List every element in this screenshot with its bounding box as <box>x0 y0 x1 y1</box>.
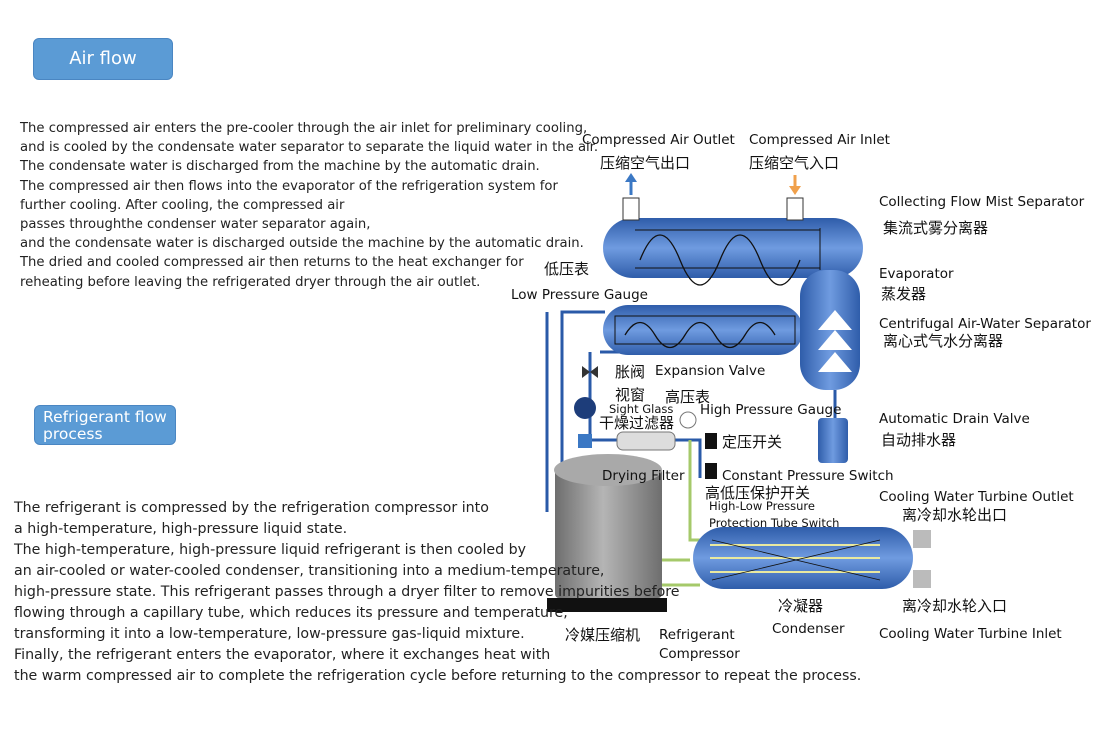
air-flow-description: The compressed air enters the pre-cooler… <box>20 119 598 292</box>
refrigerant-compressor <box>547 454 667 612</box>
condenser-label-en: Condenser <box>772 621 845 637</box>
drain-valve-label-en: Automatic Drain Valve <box>879 411 1030 427</box>
air-ports <box>622 173 804 221</box>
inline-components <box>574 366 717 479</box>
air-flow-line: and is cooled by the condensate water se… <box>20 140 599 156</box>
constant-switch-label-cn: 定压开关 <box>722 433 782 451</box>
hl-switch-label-en1: High-Low Pressure <box>709 499 815 513</box>
air-flow-line: The compressed air enters the pre-cooler… <box>20 121 588 136</box>
condenser-label-cn: 冷凝器 <box>778 597 823 615</box>
refrigerant-line: a high-temperature, high-pressure liquid… <box>14 521 348 537</box>
air-inlet-arrow <box>789 186 801 195</box>
drain-valve-label-cn: 自动排水器 <box>881 431 956 449</box>
cw-inlet-label-en: Cooling Water Turbine Inlet <box>879 626 1062 642</box>
refrigerant-line: Finally, the refrigerant enters the evap… <box>14 647 551 663</box>
constant-switch-label-en: Constant Pressure Switch <box>722 468 894 484</box>
sight-glass-label-en: Sight Glass <box>609 402 673 416</box>
cw-inlet-label-cn: 离冷却水轮入口 <box>902 597 1007 615</box>
refrigerant-line: flowing through a capillary tube, which … <box>14 605 568 621</box>
high-pressure-gauge-icon <box>679 411 697 429</box>
refrigerant-line: high-pressure state. This refrigerant pa… <box>14 584 680 600</box>
centrifugal-separator-label-en: Centrifugal Air-Water Separator <box>879 316 1091 332</box>
refrigerant-flow-badge: Refrigerant flow process <box>34 405 176 445</box>
refrigerant-line: the warm compressed air to complete the … <box>14 668 862 684</box>
hl-switch-label-en2: Protection Tube Switch <box>709 516 839 530</box>
pre-cooler-vessel <box>603 218 863 286</box>
automatic-drain-valve <box>818 418 848 463</box>
sight-glass-icon <box>574 397 596 419</box>
expansion-valve-icon <box>582 366 590 378</box>
compressor-label-en1: Refrigerant <box>659 627 735 643</box>
air-flow-line: The condensate water is discharged from … <box>20 159 540 175</box>
refrigerant-line: transforming it into a low-temperature, … <box>14 626 525 642</box>
air-outlet-label-en: Compressed Air Outlet <box>582 132 735 148</box>
evaporator-vessel <box>603 305 803 355</box>
constant-pressure-switch-icon <box>705 433 717 449</box>
mist-separator-label-cn: 集流式雾分离器 <box>883 219 988 237</box>
air-outlet-arrow <box>625 173 637 182</box>
hl-pressure-switch-icon <box>705 463 717 479</box>
air-flow-line: reheating before leaving the refrigerate… <box>20 274 481 290</box>
centrifugal-separator-label-cn: 离心式气水分离器 <box>883 332 1003 350</box>
hl-switch-label-cn: 高低压保护开关 <box>705 484 810 502</box>
air-flow-badge: Air flow process <box>33 38 173 109</box>
compressor-label-en2: Compressor <box>659 646 740 662</box>
drying-filter-label-en: Drying Filter <box>602 468 685 484</box>
evaporator-label-cn: 蒸发器 <box>881 285 926 303</box>
condenser-feed-pipes <box>660 440 700 587</box>
refrigerant-line: The refrigerant is compressed by the ref… <box>14 500 489 516</box>
refrigerant-line: The high-temperature, high-pressure liqu… <box>14 542 527 558</box>
refrigerant-line: an air-cooled or water-cooled condenser,… <box>14 563 605 579</box>
expansion-valve-label-cn: 胀阀 <box>615 363 645 381</box>
air-flow-line: and the condensate water is discharged o… <box>20 236 584 252</box>
condenser-vessel <box>693 527 931 589</box>
sight-glass-label-cn: 视窗 <box>615 386 645 404</box>
air-flow-line: The compressed air then flows into the e… <box>20 178 558 194</box>
expansion-valve-label-en: Expansion Valve <box>655 363 765 379</box>
high-gauge-label-cn: 高压表 <box>665 388 710 406</box>
air-flow-line: further cooling. After cooling, the comp… <box>20 197 345 213</box>
cw-outlet-label-cn: 离冷却水轮出口 <box>902 506 1007 524</box>
drying-filter-label-cn: 干燥过滤器 <box>599 414 674 432</box>
air-outlet-label-cn: 压缩空气出口 <box>600 154 690 172</box>
air-inlet-label-cn: 压缩空气入口 <box>749 154 839 172</box>
liquid-line-loop <box>560 310 605 512</box>
air-inlet-label-en: Compressed Air Inlet <box>749 132 890 148</box>
compressor-label-cn: 冷媒压缩机 <box>565 626 640 644</box>
separator-column <box>800 270 860 463</box>
air-flow-line: The dried and cooled compressed air then… <box>20 255 524 271</box>
refrigerant-badge-line2: process <box>43 425 103 443</box>
low-gauge-label-cn: 低压表 <box>544 260 589 278</box>
mist-separator-label-en: Collecting Flow Mist Separator <box>879 194 1085 210</box>
tee-connector-icon <box>578 434 592 448</box>
evaporator-label-en: Evaporator <box>879 266 954 282</box>
refrigerant-badge-line1: Refrigerant flow <box>43 408 167 426</box>
low-gauge-label-en: Low Pressure Gauge <box>511 287 648 303</box>
cw-outlet-label-en: Cooling Water Turbine Outlet <box>879 489 1074 505</box>
drying-filter-icon <box>616 431 676 451</box>
air-flow-line: passes throughthe condenser water separa… <box>20 217 371 233</box>
high-gauge-label-en: High Pressure Gauge <box>700 402 841 418</box>
refrigerant-flow-description: The refrigerant is compressed by the ref… <box>14 498 861 687</box>
